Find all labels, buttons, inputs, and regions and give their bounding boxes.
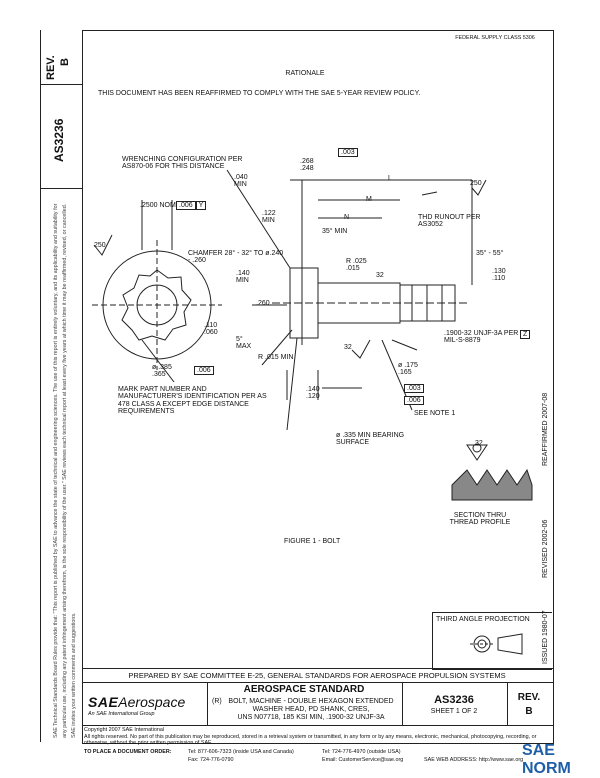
rights-statement: All rights reserved. No part of this pub… (84, 734, 537, 746)
sae-logo-mark: SAE (88, 694, 119, 710)
title-rev-label: REV. (517, 692, 541, 703)
tol-003-z: .003 (404, 384, 424, 394)
main-frame (82, 30, 554, 744)
thread-profile-section (451, 468, 533, 501)
see-note-1: SEE NOTE 1 (414, 410, 456, 417)
title-line-3: UNS N07718, 185 KSI MIN, .1900-32 UNJF-3… (237, 714, 385, 721)
dim-260: .260 (256, 300, 270, 307)
docno-cell (402, 682, 508, 726)
sheet-number: SHEET 1 OF 2 (430, 708, 478, 715)
dim-040-min: .040 MIN (234, 174, 248, 189)
projection-symbol (470, 633, 523, 655)
dim-110-060: .110 .060 (204, 322, 218, 337)
thd-runout-note: THD RUNOUT PER AS3052 (418, 214, 481, 229)
section-label: SECTION THRU THREAD PROFILE (449, 512, 511, 527)
title-line-2: WASHER HEAD, PD SHANK, CRES, (252, 706, 370, 713)
side-rev-value: B (59, 58, 71, 66)
thread-angle-marker (466, 444, 488, 461)
r-025-015: R .025 .015 (346, 258, 367, 273)
side-legal-text: SAE Technical Standards Board Rules prov… (53, 203, 77, 738)
tol-006-y-value: .006 (176, 201, 196, 210)
r-mark: (R) (212, 698, 222, 705)
reaffirmed-statement: THIS DOCUMENT HAS BEEN REAFFIRMED TO COM… (98, 90, 421, 97)
federal-supply-class: FEDERAL SUPPLY CLASS 5306 (455, 35, 535, 41)
title-doc-number: AS3236 (434, 694, 474, 706)
r-015-min: R .015 MIN (258, 354, 294, 361)
dim-250-b: 250 (470, 180, 482, 187)
bearing-surface: ø .335 MIN BEARING SURFACE (336, 432, 405, 447)
dim-130-110: .130 .110 (492, 268, 506, 283)
angle-35-min: 35° MIN (322, 228, 348, 235)
third-angle-box (432, 612, 552, 670)
datum-z: Z (520, 330, 531, 340)
mark-part-note: MARK PART NUMBER AND MANUFACTURER'S IDEN… (118, 386, 267, 416)
label-N: N (344, 214, 350, 221)
dim-122-min: .122 MIN (262, 210, 276, 225)
dim-5-max: 5° MAX (236, 336, 252, 351)
tol-006-z: .006 (404, 396, 424, 406)
aerospace-logo-text: Aerospace (118, 694, 186, 710)
sae-norm-watermark: SAE NORM (522, 742, 571, 777)
left-strip (40, 30, 83, 742)
angle-35-55: 35° - 55° (476, 250, 504, 257)
dim-32-a: 32 (376, 272, 384, 279)
side-doc-number: AS3236 (52, 118, 66, 162)
fax: Fax: 724-776-0790 (188, 757, 234, 763)
dim-140-min: .140 MIN (236, 270, 250, 285)
double-hex-outline (121, 269, 192, 341)
dim-2500-nom: .2500 NOM (140, 202, 176, 209)
prepared-by: PREPARED BY SAE COMMITTEE E-25, GENERAL … (128, 671, 506, 680)
label-L: L (388, 175, 392, 182)
margin-revised: REVISED 2002-06 (542, 519, 549, 578)
rationale-heading: RATIONALE (285, 70, 325, 77)
dim-175-165: ø .175 .165 (398, 362, 418, 377)
sae-aerospace-logo: SAEAerospace (88, 694, 185, 710)
bolt-drawing (92, 169, 533, 501)
left-rev-box (40, 30, 83, 85)
wrenching-note: WRENCHING CONFIGURATION PER AS870-06 FOR… (122, 156, 243, 171)
tel-intl: Tel: 724-776-4970 (outside USA) (322, 749, 401, 755)
title-rev-value: B (525, 706, 533, 717)
dim-268-248: .268 .248 (300, 158, 314, 173)
margin-issued: ISSUED 1980-07 (542, 610, 549, 664)
chamfer-note: CHAMFER 28° - 32° TO ø.240 - .260 (188, 250, 284, 265)
dim-250-a: 250 (94, 242, 106, 249)
standard-type: AEROSPACE STANDARD (243, 684, 365, 695)
logo-tagline: An SAE International Group (88, 711, 155, 717)
logo-cell (82, 682, 208, 726)
figure-caption: FIGURE 1 - BOLT (284, 538, 341, 545)
tel-us: Tel: 877-606-7323 (inside USA and Canada… (188, 749, 294, 755)
third-angle-label: THIRD ANGLE PROJECTION (436, 616, 530, 623)
web-address: SAE WEB ADDRESS: http://www.sae.org (424, 757, 524, 763)
dim-385-365: ø .385 .365 (152, 364, 172, 379)
tol-006-y2: .006 (194, 366, 214, 376)
tol-003-y: .003 (338, 148, 358, 158)
order-label: TO PLACE A DOCUMENT ORDER: (84, 749, 172, 755)
thread-spec: .1900-32 UNJF-3A PER MIL-S-8879 (444, 330, 519, 345)
copyright: Copyright 2007 SAE International (84, 727, 165, 733)
dim-32-b: 32 (344, 344, 352, 351)
datum-y-ref: Y (195, 201, 207, 210)
left-docno-box (40, 84, 83, 189)
section-32: 32 (475, 440, 483, 447)
email: Email: CustomerService@sae.org (322, 757, 404, 763)
margin-reaffirmed: REAFFIRMED 2007-08 (542, 392, 549, 466)
label-M: M (366, 196, 372, 203)
title-line-1: BOLT, MACHINE - DOUBLE HEXAGON EXTENDED (228, 698, 394, 705)
dim-140-120: .140 .120 (306, 386, 320, 401)
side-rev-label: REV. (45, 55, 57, 80)
